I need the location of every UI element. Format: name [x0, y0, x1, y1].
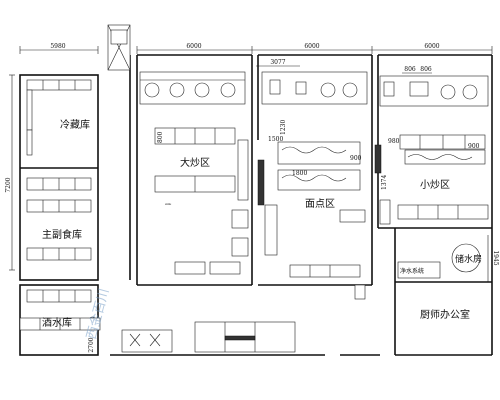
label-water-storage: 储水房	[455, 253, 482, 265]
dim-5980: 5980	[50, 43, 65, 50]
dim-6000-a: 6000	[186, 43, 201, 50]
dim-1800: 1800	[292, 170, 307, 177]
dim-900-b: 900	[468, 143, 480, 150]
label-chef-office: 厨师办公室	[420, 308, 470, 321]
dim-806-b: 806	[420, 66, 432, 73]
dishwashing-equipment	[19, 317, 296, 353]
dim-900-a: 900	[350, 155, 362, 162]
svg-text:sink: sink	[165, 202, 171, 206]
right-dimension-lines: 1945	[487, 235, 499, 282]
pastry-area-equipment: 1500 1230 1800 900	[257, 71, 368, 300]
label-main-pantry: 主副食库	[42, 228, 82, 241]
pantry-shelves	[26, 177, 92, 261]
dim-1945: 1945	[492, 250, 499, 265]
room-labels: 冷藏库 主副食库 酒水库 大炒区 面点区 小炒区 储水房 净水系统 厨师办公室	[42, 118, 482, 329]
dim-6000-c: 6000	[424, 43, 439, 50]
dim-800: 800	[157, 131, 164, 143]
dim-7200: 7200	[5, 177, 12, 192]
main-stir-fry-equipment: 800 sink	[139, 71, 249, 275]
walls	[19, 54, 493, 356]
dim-3077: 3077	[270, 59, 285, 66]
label-wine-storage: 酒水库	[42, 316, 72, 329]
dim-1500: 1500	[268, 136, 283, 143]
label-small-stir-fry: 小炒区	[420, 179, 450, 191]
dim-1374: 1374	[381, 175, 388, 190]
cold-storage-shelves	[26, 79, 92, 156]
dim-806-a: 806	[404, 66, 416, 73]
small-stir-fry-equipment: 980 900 1374	[374, 75, 489, 225]
label-water-purification: 净水系统	[400, 267, 424, 275]
exhaust-shaft	[107, 24, 131, 71]
dim-1230: 1230	[280, 120, 287, 135]
dim-2700: 2700	[88, 337, 95, 352]
dim-980: 980	[388, 138, 400, 145]
top-dimension-lines: 5980 6000 6000 6000 3077 806 806	[19, 43, 493, 74]
left-dimension-lines: 7200 2700 900	[5, 74, 97, 353]
label-main-stir-fry: 大炒区	[180, 156, 210, 169]
water-system	[397, 243, 481, 279]
label-pastry-area: 面点区	[305, 198, 335, 210]
dim-6000-b: 6000	[304, 43, 319, 50]
label-cold-storage: 冷藏库	[60, 118, 90, 131]
water-tank-icon	[451, 243, 481, 273]
wine-storage-shelves	[26, 289, 92, 303]
